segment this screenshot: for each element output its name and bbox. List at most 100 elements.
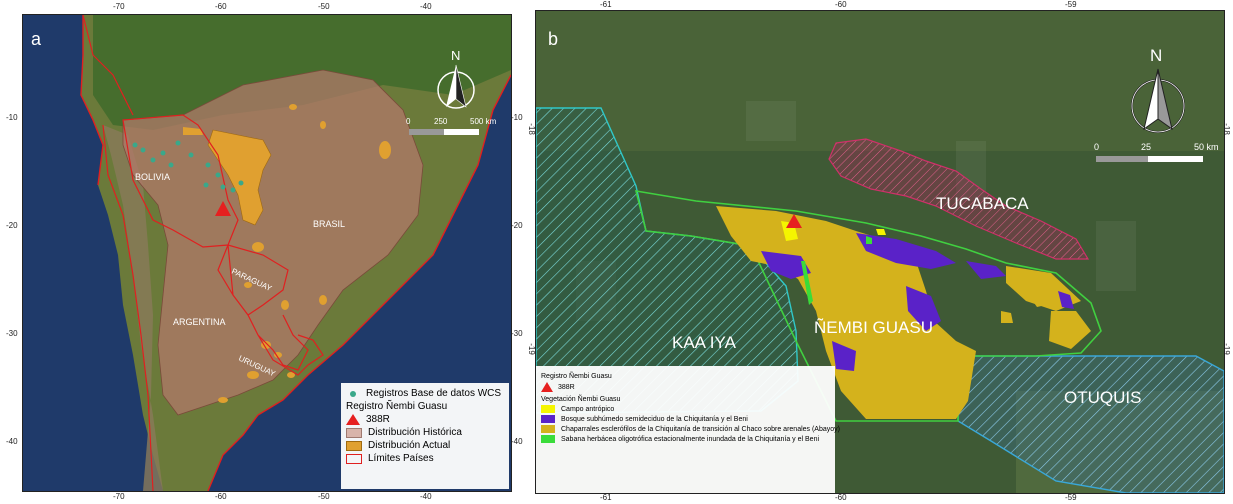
scale-label-250: 250 bbox=[434, 117, 448, 126]
veg-bosque bbox=[856, 233, 956, 269]
legend-item-historica: Distribución Histórica bbox=[346, 427, 504, 438]
tick-left: -20 bbox=[6, 221, 18, 230]
actual-distribution bbox=[289, 104, 297, 110]
tick-left: -10 bbox=[6, 113, 18, 122]
wcs-record-point bbox=[238, 180, 244, 186]
scale-label-50: 50 km bbox=[1194, 142, 1219, 152]
swatch-limites bbox=[346, 453, 362, 464]
actual-distribution bbox=[207, 129, 272, 226]
legend-label: Distribución Actual bbox=[368, 440, 451, 451]
legend-label: Campo antrópico bbox=[561, 405, 615, 413]
legend-item-388r: 388R bbox=[346, 414, 504, 425]
satellite-tile bbox=[1096, 221, 1136, 291]
label-bolivia: BOLIVIA bbox=[135, 172, 170, 182]
panel-letter-b: b bbox=[548, 29, 558, 49]
actual-distribution bbox=[281, 300, 289, 310]
tick-top: -59 bbox=[1065, 0, 1077, 9]
wcs-record-point bbox=[150, 157, 156, 163]
wcs-record-point bbox=[205, 162, 211, 168]
wcs-record-point bbox=[168, 162, 174, 168]
scale-bar bbox=[409, 129, 479, 135]
map-nembi-guasu: TUCABACA KAA IYA ÑEMBI GUASU OTUQUIS b N… bbox=[535, 10, 1225, 494]
legend-registro-title: Registro Ñembi Guasu bbox=[541, 373, 612, 380]
tick-right: -30 bbox=[511, 329, 523, 338]
veg-bosque bbox=[1058, 291, 1074, 309]
veg-chaparrales bbox=[1027, 281, 1055, 307]
tick-bottom: -60 bbox=[835, 493, 847, 502]
panel-letter-a: a bbox=[31, 29, 42, 49]
record-388r-marker bbox=[786, 214, 802, 228]
legend-label: 388R bbox=[366, 414, 390, 425]
tick-bottom: -59 bbox=[1065, 493, 1077, 502]
legend-label: 388R bbox=[558, 383, 575, 391]
wcs-record-point bbox=[140, 147, 146, 153]
tick-right: -40 bbox=[511, 437, 523, 446]
veg-bosque bbox=[966, 261, 1006, 279]
actual-distribution bbox=[379, 141, 391, 159]
country-borders bbox=[82, 15, 324, 491]
tick-left: -40 bbox=[6, 437, 18, 446]
swatch-sabana bbox=[541, 435, 555, 443]
actual-distribution bbox=[183, 127, 203, 135]
wcs-record-point bbox=[220, 184, 226, 190]
north-arrow-icon bbox=[437, 64, 475, 109]
veg-campo bbox=[876, 229, 886, 235]
actual-distribution bbox=[287, 372, 295, 378]
tick-bottom: -60 bbox=[215, 492, 227, 501]
tick-top: -61 bbox=[600, 0, 612, 9]
legend-registro-title: Registro Ñembi Guasu bbox=[346, 401, 448, 412]
actual-distribution bbox=[218, 397, 228, 403]
swatch-bosque bbox=[541, 415, 555, 423]
tick-bottom: -61 bbox=[600, 493, 612, 502]
forest-area bbox=[93, 15, 511, 130]
swatch-historica bbox=[346, 427, 362, 438]
area-tucabaca bbox=[828, 138, 1090, 260]
scale-label-0: 0 bbox=[1094, 142, 1099, 152]
actual-distribution bbox=[261, 341, 271, 349]
actual-distribution bbox=[319, 295, 327, 305]
veg-sabana bbox=[801, 261, 813, 305]
andes bbox=[103, 125, 163, 491]
label-argentina: ARGENTINA bbox=[173, 317, 226, 327]
legend-a: Registros Base de datos WCS Registro Ñem… bbox=[341, 383, 509, 489]
tick-top: -50 bbox=[318, 2, 330, 11]
legend-item-campo: Campo antrópico bbox=[541, 405, 829, 413]
panel-a: -70 -60 -50 -40 -70 -60 -50 -40 -10 -20 … bbox=[0, 0, 523, 504]
tick-right: -20 bbox=[511, 221, 523, 230]
tick-top: -70 bbox=[113, 2, 125, 11]
legend-item-bosque: Bosque subhúmedo semideciduo de la Chiqu… bbox=[541, 415, 829, 423]
legend-item-chaparrales: Chaparrales esclerófilos de la Chiquitan… bbox=[541, 425, 840, 433]
tick-top: -60 bbox=[215, 2, 227, 11]
north-label: N bbox=[1150, 46, 1162, 65]
tick-top: -40 bbox=[420, 2, 432, 11]
legend-label: Sabana herbácea oligotrófica estacionalm… bbox=[561, 435, 820, 443]
label-nembi-guasu: ÑEMBI GUASU bbox=[814, 318, 933, 337]
veg-bosque bbox=[832, 341, 856, 371]
map-south-america: BOLIVIA BRASIL PARAGUAY ARGENTINA URUGUA… bbox=[22, 14, 512, 492]
triangle-icon bbox=[541, 382, 553, 392]
panel-b: -61 -60 -59 -61 -60 -59 -18 -19 -18 -19 bbox=[525, 0, 1233, 504]
legend-b: Registro Ñembi Guasu 388R Vegetación Ñem… bbox=[536, 366, 840, 493]
record-388r-marker bbox=[215, 201, 231, 216]
tick-bottom: -40 bbox=[420, 492, 432, 501]
swatch-campo bbox=[541, 405, 555, 413]
veg-bosque bbox=[906, 286, 941, 331]
label-kaa-iya: KAA IYA bbox=[672, 333, 737, 352]
swatch-chaparrales bbox=[541, 425, 555, 433]
wcs-dot-icon bbox=[350, 390, 356, 397]
wcs-record-point bbox=[175, 140, 181, 146]
tick-left: -30 bbox=[6, 329, 18, 338]
actual-distribution bbox=[320, 121, 326, 129]
legend-item-sabana: Sabana herbácea oligotrófica estacionalm… bbox=[541, 435, 829, 443]
veg-chaparrales bbox=[1001, 311, 1013, 323]
label-tucabaca: TUCABACA bbox=[936, 194, 1029, 213]
actual-distribution bbox=[244, 282, 252, 288]
wcs-record-point bbox=[215, 172, 221, 178]
wcs-record-point bbox=[160, 150, 166, 156]
wcs-record-point bbox=[230, 187, 236, 193]
north-label: N bbox=[451, 48, 460, 63]
tick-left: -19 bbox=[526, 343, 536, 355]
veg-chaparrales bbox=[1049, 311, 1091, 349]
legend-item-wcs: Registros Base de datos WCS bbox=[346, 388, 504, 399]
legend-label: Chaparrales esclerófilos de la Chiquitan… bbox=[561, 425, 840, 433]
